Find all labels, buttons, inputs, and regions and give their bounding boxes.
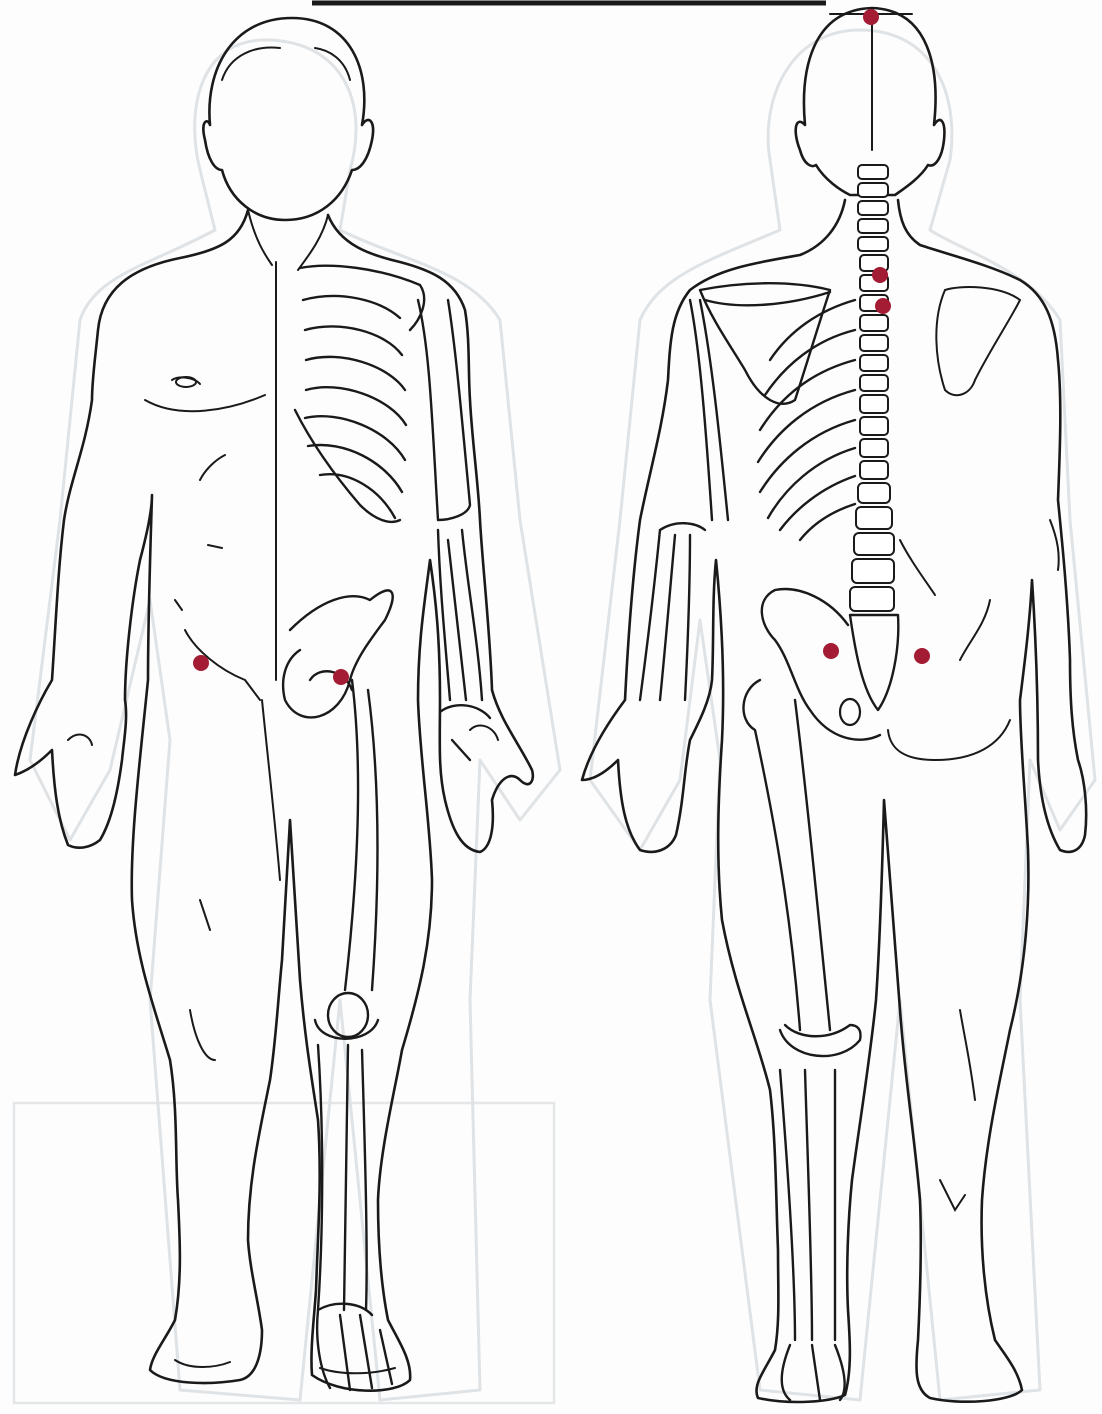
posterior-gluteal-fold [888, 720, 1010, 760]
anterior-foot-bones [317, 1304, 392, 1390]
marker-layer [193, 9, 930, 685]
marker-right-anterior-superior-iliac-spine [193, 655, 209, 671]
posterior-figure [582, 8, 1095, 1402]
posterior-spine [850, 165, 894, 611]
posterior-tibia-fibula [780, 1070, 835, 1340]
anterior-ghost-outline [30, 40, 560, 1400]
posterior-obturator [840, 699, 860, 725]
posterior-scapular-spine [705, 292, 830, 305]
posterior-ribcage [758, 300, 855, 540]
anterior-femur [345, 680, 378, 990]
posterior-left-scapula [700, 283, 830, 404]
anterior-forearm-bones [438, 530, 482, 700]
posterior-right-scapula-outline [936, 287, 1020, 395]
anterior-hand-detail [68, 725, 498, 745]
posterior-sacrum [850, 615, 898, 710]
posterior-forearm-bones [640, 523, 705, 700]
marker-upper-thoracic-spine-2 [875, 298, 891, 314]
anterior-leg-contours [190, 700, 280, 1060]
anterior-figure [15, 18, 560, 1400]
anterior-abdomen-marks [175, 455, 260, 700]
posterior-femur [744, 680, 830, 1030]
anterior-pelvis [283, 590, 393, 717]
posterior-leg-contours [940, 1010, 975, 1210]
marker-vertex [863, 9, 879, 25]
anterior-humerus [418, 300, 470, 520]
anterior-ribcage [295, 266, 424, 522]
anterior-feet-detail [175, 1360, 395, 1373]
anterior-hand-bones [440, 705, 490, 760]
marker-left-sacroiliac [823, 643, 839, 659]
marker-right-sacroiliac [914, 648, 930, 664]
posterior-knee [780, 1025, 861, 1056]
anterior-patella [328, 993, 368, 1037]
marker-upper-thoracic-spine-1 [872, 267, 888, 283]
anterior-pectoral [145, 377, 265, 411]
marker-left-hip-joint [333, 669, 349, 685]
anterior-tibia-fibula [318, 1045, 367, 1310]
